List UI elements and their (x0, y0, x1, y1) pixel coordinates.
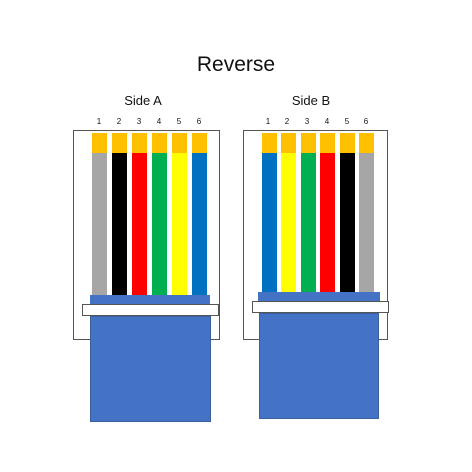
side-b-contact-1 (262, 133, 277, 153)
side-a-contact-3 (132, 133, 147, 153)
side-a-wire-3 (132, 153, 147, 298)
side-a-wire-2 (112, 153, 127, 298)
side-b-wire-6 (359, 153, 374, 295)
side-b-contact-5 (340, 133, 355, 153)
side-b-wire-2 (281, 153, 296, 295)
side-a-wire-5 (172, 153, 187, 298)
side-b-label: Side B (291, 93, 331, 108)
side-a-pin-1-number: 1 (96, 117, 102, 126)
side-a-pin-2-number: 2 (116, 117, 122, 126)
side-a-pin-5-number: 5 (176, 117, 182, 126)
side-a-contact-2 (112, 133, 127, 153)
side-b-pin-3-number: 3 (304, 117, 310, 126)
side-b-contact-2 (281, 133, 296, 153)
side-b-pin-6-number: 6 (363, 117, 369, 126)
side-a-pin-3-number: 3 (136, 117, 142, 126)
side-b-pin-4-number: 4 (324, 117, 330, 126)
side-b-wire-1 (262, 153, 277, 295)
side-a-label: Side A (124, 93, 162, 108)
side-b-pin-1-number: 1 (265, 117, 271, 126)
side-b-contact-3 (301, 133, 316, 153)
side-a-pin-6-number: 6 (196, 117, 202, 126)
side-b-wire-5 (340, 153, 355, 295)
side-a-contact-4 (152, 133, 167, 153)
side-a-pin-4-number: 4 (156, 117, 162, 126)
side-a-contact-6 (192, 133, 207, 153)
side-b-latch (252, 301, 389, 313)
side-a-contact-1 (92, 133, 107, 153)
side-a-wire-1 (92, 153, 107, 298)
diagram-title: Reverse (196, 53, 276, 76)
side-a-wire-4 (152, 153, 167, 298)
side-b-contact-6 (359, 133, 374, 153)
side-b-pin-2-number: 2 (284, 117, 290, 126)
side-b-cable-jacket (258, 292, 380, 303)
side-b-contact-4 (320, 133, 335, 153)
side-a-latch (82, 304, 219, 316)
side-b-pin-5-number: 5 (344, 117, 350, 126)
side-b-wire-3 (301, 153, 316, 295)
side-a-cable-jacket (90, 295, 210, 306)
side-b-wire-4 (320, 153, 335, 295)
side-a-wire-6 (192, 153, 207, 298)
side-b-boot (259, 313, 379, 419)
side-a-contact-5 (172, 133, 187, 153)
side-a-boot (90, 316, 211, 422)
